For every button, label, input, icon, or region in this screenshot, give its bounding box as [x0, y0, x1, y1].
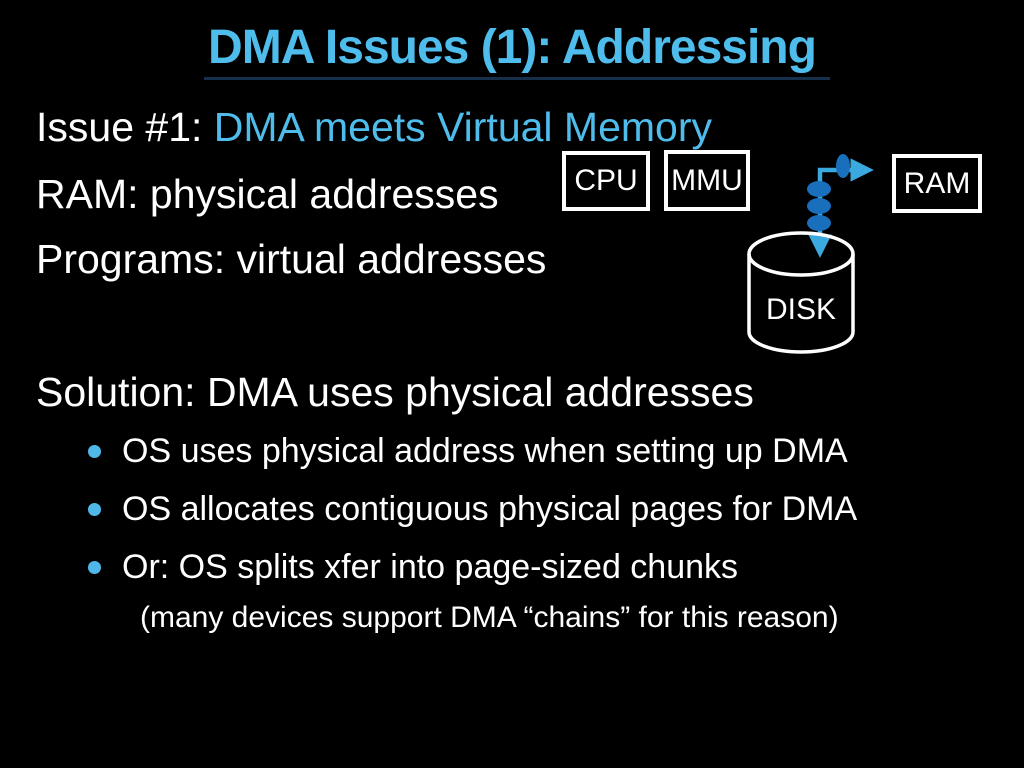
bullet-text: Or: OS splits xfer into page-sized chunk… [122, 548, 739, 586]
bullet-item: Or: OS splits xfer into page-sized chunk… [88, 547, 738, 588]
disk-cylinder-body [747, 254, 855, 354]
cpu-label: CPU [574, 164, 638, 197]
issue-highlight: DMA meets Virtual Memory [213, 104, 712, 150]
data-chunk-dot [807, 181, 831, 197]
disk-label: DISK [766, 293, 836, 326]
data-chunk-dot [807, 198, 831, 214]
slide-title: DMA Issues (1): Addressing [208, 21, 817, 74]
data-chunk-dot [836, 154, 850, 178]
title-underline [204, 77, 830, 80]
ram-fact-line: RAM: physical addresses [36, 171, 499, 217]
issue-line: Issue #1: DMA meets Virtual Memory [36, 104, 712, 151]
bullet-dot-icon [88, 445, 101, 458]
solution-line: Solution: DMA uses physical addresses [36, 369, 754, 415]
cpu-box: CPU [562, 151, 650, 211]
ram-label: RAM [903, 166, 971, 200]
disk-cylinder-top [747, 231, 855, 277]
data-chunk-dot [807, 215, 831, 231]
bullet-text: OS allocates contiguous physical pages f… [122, 490, 858, 528]
programs-fact-line: Programs: virtual addresses [36, 236, 547, 282]
mmu-box: MMU [664, 150, 750, 211]
bullet-text: OS uses physical address when setting up… [122, 432, 848, 470]
bullet-dot-icon [88, 503, 101, 516]
ram-box: RAM [892, 154, 982, 213]
bullet-item: OS allocates contiguous physical pages f… [88, 489, 857, 530]
note-line: (many devices support DMA “chains” for t… [140, 601, 839, 634]
issue-prefix: Issue #1: [36, 104, 214, 150]
bullet-item: OS uses physical address when setting up… [88, 431, 848, 472]
mmu-label: MMU [671, 163, 743, 197]
bullet-dot-icon [88, 561, 101, 574]
